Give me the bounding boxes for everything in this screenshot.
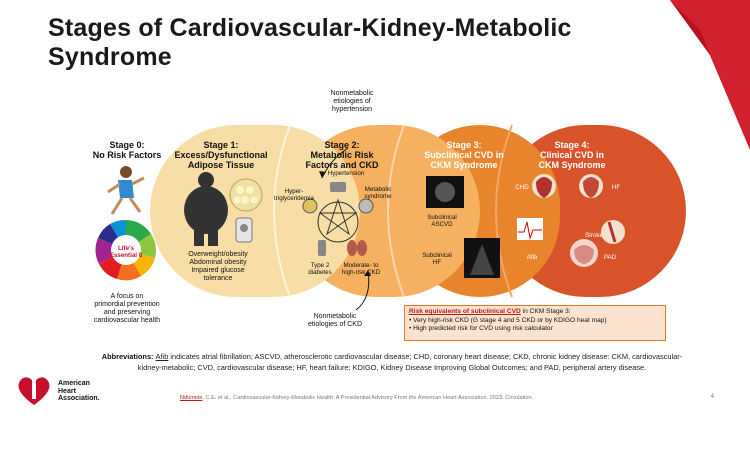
stage4-stroke: Stroke [585, 232, 603, 239]
abbreviations-label: Abbreviations: [101, 352, 156, 361]
stroke-brain-icon [570, 239, 598, 267]
callout-ckd-etiologies: Nonmetabolic etiologies of CKD [307, 313, 363, 328]
kidney-icon [347, 240, 367, 256]
adipose-silhouette-icon [184, 172, 228, 246]
runner-icon [107, 166, 145, 215]
metabolic-star-icon [317, 198, 359, 243]
stage1-title: Stage 1: Excess/Dysfunctional Adipose Ti… [174, 140, 268, 170]
stage2-metabolic-syndrome: Metabolic syndrome [364, 186, 392, 200]
stage0-title: Stage 0: No Risk Factors [92, 140, 162, 160]
risk-box-bullet-2: • High predicted risk for CVD using risk… [409, 325, 553, 332]
citation-text: , C.E. et al., Cardiovascular-Kidney-Met… [202, 395, 534, 401]
stage4-chd: CHD [515, 184, 529, 191]
callout-hypertension-etiologies: Nonmetabolic etiologies of hypertension [330, 90, 374, 113]
stage2-title: Stage 2: Metabolic Risk Factors and CKD [305, 140, 379, 170]
risk-box-heading-underlined: Risk equivalents of subclinical CVD [409, 308, 521, 315]
corner-decoration [670, 0, 750, 150]
stage2-hypertension: Hypertension [327, 170, 365, 177]
abbreviation-afib: Afib [155, 352, 169, 361]
stage3-title: Stage 3: Subclinical CVD in CKM Syndrome [424, 140, 504, 170]
adipose-tissue-icon [229, 178, 263, 212]
stage4-pad: PAD [603, 254, 617, 261]
triglyceride-icon [302, 198, 318, 214]
stage4-title: Stage 4: Clinical CVD in CKM Syndrome [538, 140, 606, 170]
risk-box-bullet-1: • Very high-risk CKD (G stage 4 and 5 CK… [409, 316, 607, 324]
risk-equivalents-box: Risk equivalents of subclinical CVD in C… [404, 305, 666, 341]
hf-heart-icon [579, 174, 603, 198]
metabolic-syndrome-icon [358, 198, 374, 214]
stage1-note: Overweight/obesity Abdominal obesity Imp… [188, 251, 248, 282]
stage2-ckd: Moderate- to high-risk CKD [341, 262, 381, 276]
stage4-hf: HF [611, 184, 621, 191]
stage3-ascvd: Subclinical ASCVD [427, 214, 457, 228]
stage1-band [150, 125, 360, 297]
lifes-essential-8-icon [95, 219, 156, 281]
afib-ecg-icon [517, 218, 543, 240]
abbreviations-body: indicates atrial fibrillation; ASCVD, at… [137, 352, 683, 372]
citation-author-link[interactable]: Ndumele [180, 395, 203, 401]
page-title: Stages of Cardiovascular-Kidney-Metaboli… [48, 14, 572, 71]
lifes-essential-8-label: Life's Essential 8 [109, 245, 143, 259]
diabetes-icon [318, 240, 326, 256]
aha-logo-text: American Heart Association. [58, 380, 100, 402]
glucose-meter-icon [235, 217, 253, 243]
chd-heart-icon [532, 174, 556, 198]
stage0-note: A focus on primordial prevention and pre… [93, 293, 161, 324]
stage2-diabetes: Type 2 diabetes [308, 262, 332, 276]
aha-heart-torch-logo [18, 377, 50, 405]
abbreviations-text: Abbreviations: Afib indicates atrial fib… [92, 352, 692, 373]
hypertension-icon [330, 182, 346, 192]
stage4-afib: Afib [526, 254, 538, 261]
pad-leg-icon [601, 220, 625, 244]
stage2-hypertriglyceridemia: Hyper- triglyceridemia [274, 188, 314, 202]
risk-box-heading: Risk equivalents of subclinical CVD in C… [409, 308, 661, 317]
stage3-hf: Subclinical HF [422, 252, 452, 266]
risk-box-heading-rest: in CKM Stage 3: [520, 308, 571, 315]
citation: Ndumele, C.E. et al., Cardiovascular-Kid… [180, 395, 650, 401]
page-number: 4 [710, 394, 714, 400]
